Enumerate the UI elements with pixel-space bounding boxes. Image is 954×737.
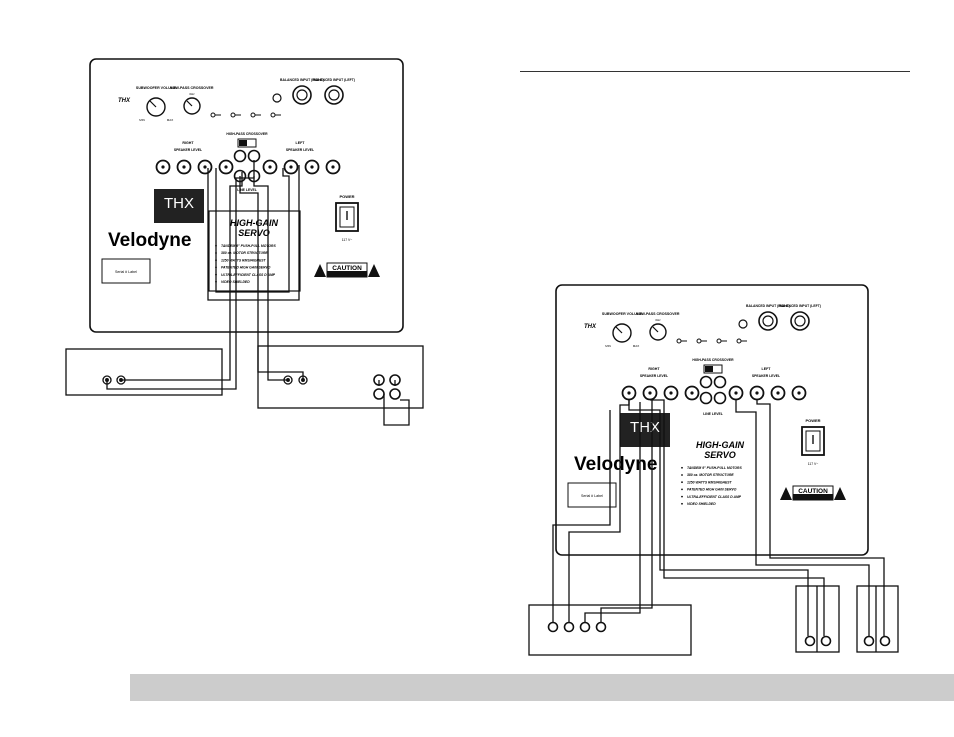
feature-item: PATENTED HIGH GAIN SERVO [221, 266, 271, 270]
max-label: MAX [167, 118, 174, 122]
bal-right-label: BALANCED INPUT (RIGHT) [746, 304, 790, 308]
power-switch[interactable] [801, 426, 825, 456]
right-label: RIGHT [182, 141, 194, 145]
feature-bullet [681, 495, 683, 498]
feature-bullet [681, 474, 683, 476]
lowpass-label: LOW-PASS CROSSOVER [637, 312, 680, 316]
bal-left-label: BALANCED INPUT (LEFT) [779, 304, 821, 308]
hgs-title: HIGH-GAIN [230, 218, 278, 228]
max-label: MAX [633, 344, 640, 348]
feature-item: 1250 WATTS RMS/HIGHEST [687, 480, 733, 484]
line-level-label: LINE LEVEL [237, 188, 257, 192]
svg-text:THX: THX [630, 419, 660, 436]
hgs-feature-box [208, 210, 301, 292]
right-speaker-box-2 [856, 585, 899, 653]
power-label: POWER [339, 194, 354, 199]
feature-item: VIDEO SHIELDED [687, 502, 716, 506]
lowpass-unit: 0Hz [655, 318, 661, 322]
serial-label: Serial # Label [581, 494, 603, 498]
thx-logo: THX [620, 413, 670, 447]
right-wiring [528, 399, 899, 656]
feature-item: 1250 WATTS RMS/HIGHEST [221, 258, 267, 262]
voltage-label: 117 V~ [342, 238, 353, 242]
power-switch[interactable] [335, 202, 359, 232]
line-level-label: LINE LEVEL [703, 412, 723, 416]
serial-label-box [101, 258, 151, 284]
serial-label: Serial # Label [115, 270, 137, 274]
right-spk-label: SPEAKER LEVEL [174, 148, 202, 152]
feature-item: ULTRA-EFFICIENT CLASS D AMP [221, 273, 276, 277]
lowpass-knob[interactable] [183, 97, 201, 115]
footer-bar [130, 674, 954, 701]
volume-knob[interactable] [612, 323, 632, 343]
min-label: MIN [139, 118, 145, 122]
xlr-right[interactable] [758, 311, 778, 331]
bal-left-label: BALANCED INPUT (LEFT) [313, 78, 355, 82]
left-label: LEFT [762, 367, 772, 371]
switch-row[interactable] [676, 338, 747, 344]
feature-item: TANDEM 9" PUSH-PULL MOTORS [221, 244, 276, 248]
sub-volume-label: SUBWOOFER VOLUME [136, 86, 177, 90]
serial-label-box [567, 482, 617, 508]
right-label: RIGHT [648, 367, 660, 371]
panel-outline [555, 284, 869, 556]
highpass-label: HIGH-PASS CROSSOVER [226, 132, 268, 136]
caution-label: CAUTION [314, 262, 380, 278]
feature-bullet [681, 488, 683, 491]
brand-logo: Velodyne [574, 454, 657, 475]
left-receiver-box [65, 348, 223, 396]
min-label: MIN [605, 344, 611, 348]
feature-bullet [681, 466, 683, 469]
voltage-label: 117 V~ [808, 462, 819, 466]
brand-logo: Velodyne [108, 230, 191, 251]
hgs-title: HIGH-GAIN [696, 440, 744, 450]
feature-item: ULTRA-EFFICIENT CLASS D AMP [687, 495, 742, 499]
xlr-right[interactable] [292, 85, 312, 105]
feature-item: 380 oz. MOTOR STRUCTURE [221, 251, 268, 255]
svg-text:CAUTION: CAUTION [332, 265, 362, 272]
feature-item: TANDEM 9" PUSH-PULL MOTORS [687, 466, 742, 470]
feature-bullet [681, 481, 683, 484]
hgs-subtitle: SERVO [704, 450, 736, 460]
lowpass-knob[interactable] [649, 323, 667, 341]
left-wiring [65, 160, 424, 426]
thx-small-label: THX [118, 98, 131, 104]
thx-small-label: THX [584, 324, 597, 330]
xlr-left[interactable] [790, 311, 810, 331]
switch-row[interactable] [210, 112, 281, 118]
power-label: POWER [805, 418, 820, 423]
lowpass-label: LOW-PASS CROSSOVER [171, 86, 214, 90]
remote-knob[interactable] [272, 93, 282, 103]
svg-text:THX: THX [164, 195, 194, 212]
feature-item: 380 oz. MOTOR STRUCTURE [687, 473, 734, 477]
left-spk-label: SPEAKER LEVEL [752, 374, 780, 378]
right-spk-label: SPEAKER LEVEL [640, 374, 668, 378]
xlr-left[interactable] [324, 85, 344, 105]
hgs-subtitle: SERVO [238, 228, 270, 238]
sub-volume-label: SUBWOOFER VOLUME [602, 312, 643, 316]
left-subwoofer-panel: SUBWOOFER VOLUME LOW-PASS CROSSOVER 0Hz … [89, 58, 404, 333]
svg-text:CAUTION: CAUTION [798, 488, 828, 495]
panel-outline [89, 58, 404, 333]
thx-logo: THX [154, 189, 204, 223]
section-divider [520, 71, 910, 72]
left-spk-label: SPEAKER LEVEL [286, 148, 314, 152]
feature-list: TANDEM 9" PUSH-PULL MOTORS 380 oz. MOTOR … [681, 466, 742, 506]
left-label: LEFT [296, 141, 306, 145]
lowpass-unit: 0Hz [189, 92, 195, 96]
volume-knob[interactable] [146, 97, 166, 117]
caution-label: CAUTION [780, 485, 846, 501]
line-level-rca[interactable] [699, 375, 727, 405]
feature-item: PATENTED HIGH GAIN SERVO [687, 488, 737, 492]
feature-bullet [681, 502, 683, 505]
remote-knob[interactable] [738, 319, 748, 329]
bal-right-label: BALANCED INPUT (RIGHT) [280, 78, 324, 82]
highpass-label: HIGH-PASS CROSSOVER [692, 358, 734, 362]
right-subwoofer-panel: SUBWOOFER VOLUME LOW-PASS CROSSOVER 0Hz … [555, 284, 869, 556]
